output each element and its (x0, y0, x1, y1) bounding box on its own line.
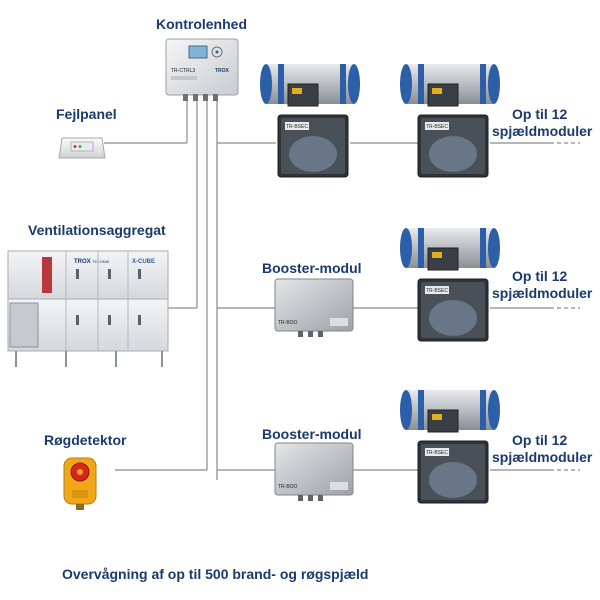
ahu-brand-sub-text: TECHNIK (92, 259, 110, 264)
fault-panel-label: Fejlpanel (56, 106, 117, 122)
module-tag-text-4: TR-BSEC (426, 450, 448, 456)
caption: Overvågning af op til 500 brand- og røgs… (62, 566, 369, 582)
damper-actuator-icon (398, 58, 502, 114)
damper-group-2-label-line1: Op til 12 (512, 268, 568, 284)
booster-module-icon: TR-BOO (274, 278, 354, 338)
damper-actuator-icon (258, 58, 362, 114)
controller-brand-text: TROX (215, 68, 230, 74)
air-handling-unit-icon: TROX TECHNIK X-CUBE (6, 243, 170, 375)
damper-module-icon: TR-BSEC (417, 278, 489, 342)
damper-module-icon: TR-BSEC (417, 440, 489, 504)
module-tag-text-1: TR-BSEC (286, 124, 308, 130)
booster-tag-text-1: TR-BOO (278, 320, 298, 326)
ventilation-unit-label: Ventilationsaggregat (28, 222, 166, 238)
damper-module-icon: TR-BSEC (417, 114, 489, 178)
booster-2-label: Booster-modul (262, 426, 362, 442)
damper-actuator-icon (398, 384, 502, 440)
ahu-brand-text: TROX (74, 259, 91, 265)
damper-group-1-label-line2: spjældmoduler (492, 123, 593, 139)
controller-label: Kontrolenhed (156, 16, 247, 32)
control-unit-icon: TR-CTRL3 TROX (165, 38, 239, 102)
damper-actuator-icon (398, 222, 502, 278)
booster-1-label: Booster-modul (262, 260, 362, 276)
booster-module-icon: TR-BOO (274, 442, 354, 502)
fault-panel-icon (58, 132, 106, 162)
ahu-model-text: X-CUBE (132, 259, 155, 265)
smoke-detector-icon (60, 450, 100, 512)
module-tag-text-3: TR-BSEC (426, 288, 448, 294)
booster-tag-text-2: TR-BOO (278, 484, 298, 490)
damper-group-3-label-line2: spjældmoduler (492, 449, 593, 465)
damper-module-icon: TR-BSEC (277, 114, 349, 178)
damper-group-1-label-line1: Op til 12 (512, 106, 568, 122)
damper-group-2-label-line2: spjældmoduler (492, 285, 593, 301)
smoke-detector-label: Røgdetektor (44, 432, 127, 448)
damper-group-3-label-line1: Op til 12 (512, 432, 568, 448)
controller-tag-text: TR-CTRL3 (171, 68, 195, 74)
module-tag-text-2: TR-BSEC (426, 124, 448, 130)
